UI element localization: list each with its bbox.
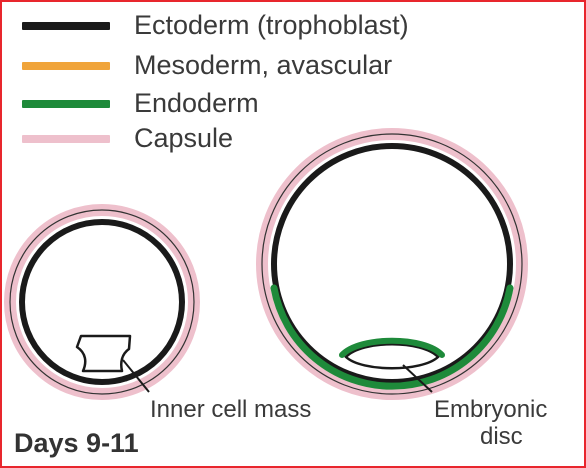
embryonic-disc-label-line2: disc (480, 424, 523, 450)
inner-cell-mass (77, 336, 130, 371)
blastocyst-large (262, 134, 522, 394)
inner-cell-mass-label: Inner cell mass (150, 397, 311, 423)
days-label: Days 9-11 (14, 427, 139, 459)
embryonic-disc-label-line1: Embryonic (434, 397, 547, 423)
blastocyst-small (10, 210, 194, 394)
